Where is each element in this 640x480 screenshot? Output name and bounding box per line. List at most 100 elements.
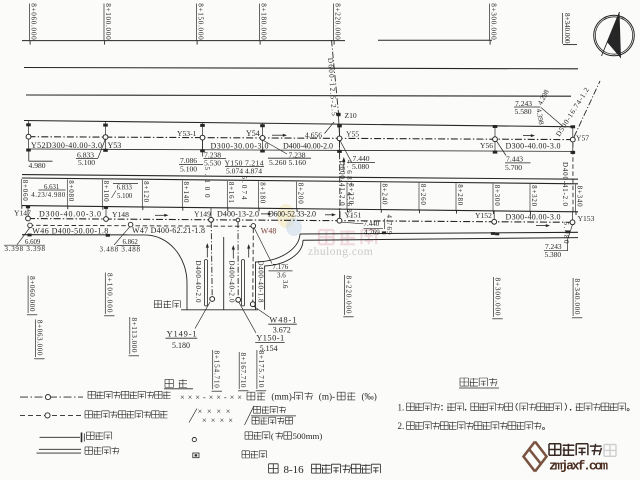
svg-text:8+180.000: 8+180.000 bbox=[260, 3, 268, 40]
svg-text:8+320: 8+320 bbox=[530, 185, 538, 207]
svg-text:W48: W48 bbox=[261, 227, 277, 236]
svg-text:8+060.000: 8+060.000 bbox=[30, 3, 38, 40]
svg-text:Y53: Y53 bbox=[108, 141, 122, 150]
svg-text:8+060: 8+060 bbox=[21, 180, 29, 202]
svg-text:6.631: 6.631 bbox=[44, 184, 59, 191]
svg-text:8+161: 8+161 bbox=[227, 182, 235, 204]
svg-text:4.23/4.980: 4.23/4.980 bbox=[31, 192, 66, 199]
svg-text:W48-1: W48-1 bbox=[269, 316, 296, 325]
svg-text:3.6: 3.6 bbox=[277, 271, 286, 279]
svg-text:8+180: 8+180 bbox=[258, 182, 266, 204]
svg-text:8+063.000: 8+063.000 bbox=[35, 320, 43, 356]
svg-text:5.080: 5.080 bbox=[352, 162, 369, 171]
svg-text:(‰): (‰) bbox=[362, 392, 377, 402]
svg-text:5.700: 5.700 bbox=[505, 163, 522, 172]
svg-text:3.488 3.488: 3.488 3.488 bbox=[100, 246, 141, 254]
svg-text:8+167.710: 8+167.710 bbox=[239, 353, 247, 388]
svg-text:5.074: 5.074 bbox=[240, 176, 248, 201]
svg-text:6.833: 6.833 bbox=[117, 185, 133, 192]
svg-text:Y152: Y152 bbox=[475, 211, 492, 220]
svg-text:5.260 5.160: 5.260 5.160 bbox=[269, 158, 306, 167]
svg-text:Y55: Y55 bbox=[346, 129, 359, 138]
svg-text:D300-40.00-3.0: D300-40.00-3.0 bbox=[506, 212, 561, 221]
svg-text:5.480: 5.480 bbox=[562, 222, 570, 245]
svg-text:8+100: 8+100 bbox=[102, 181, 110, 203]
svg-text:500mm): 500mm) bbox=[293, 431, 323, 441]
svg-text:3.398 3.398: 3.398 3.398 bbox=[5, 245, 46, 253]
svg-text:8+080: 8+080 bbox=[67, 180, 75, 202]
svg-text:7.176: 7.176 bbox=[273, 263, 289, 271]
svg-text:×××-××-××: ×××-××-×× bbox=[180, 393, 242, 402]
svg-text:8+240: 8+240 bbox=[381, 184, 389, 206]
svg-text:D400-41-2.0: D400-41-2.0 bbox=[561, 162, 569, 207]
svg-text:D300-40.00-3.0: D300-40.00-3.0 bbox=[506, 142, 561, 151]
svg-text:8+340.000: 8+340.000 bbox=[563, 13, 571, 44]
svg-text:7.440: 7.440 bbox=[364, 220, 380, 228]
svg-text:zmjaxf.com: zmjaxf.com bbox=[549, 459, 608, 474]
svg-text:4.687 4.687: 4.687 4.687 bbox=[345, 160, 353, 219]
svg-text:D400-40-2.0: D400-40-2.0 bbox=[227, 261, 235, 304]
svg-text:5.180: 5.180 bbox=[172, 341, 190, 350]
svg-text:zhulong.com: zhulong.com bbox=[308, 246, 373, 258]
svg-text:8+220.000: 8+220.000 bbox=[345, 276, 353, 314]
svg-text:Y57: Y57 bbox=[576, 133, 589, 142]
svg-text:D400-40-1.8: D400-40-1.8 bbox=[257, 261, 265, 304]
svg-text:(m)-: (m)- bbox=[319, 392, 335, 402]
svg-text:7.238: 7.238 bbox=[204, 150, 221, 159]
svg-text:Y54: Y54 bbox=[246, 129, 260, 138]
svg-text:8+300: 8+300 bbox=[493, 185, 501, 207]
svg-text:Y148: Y148 bbox=[112, 210, 129, 219]
svg-text:Y53-1: Y53-1 bbox=[177, 129, 197, 138]
svg-text:7.243: 7.243 bbox=[545, 242, 562, 251]
svg-text:Y147: Y147 bbox=[14, 208, 31, 217]
svg-text:Y153: Y153 bbox=[578, 214, 595, 223]
svg-text:8+175.710: 8+175.710 bbox=[257, 351, 265, 388]
svg-text:8+120: 8+120 bbox=[142, 181, 150, 203]
svg-text:4.398: 4.398 bbox=[535, 108, 546, 126]
svg-text:5.074 4.874: 5.074 4.874 bbox=[226, 167, 262, 176]
svg-text:Y52D300-40.00-3.0: Y52D300-40.00-3.0 bbox=[31, 141, 102, 150]
svg-text:6.833: 6.833 bbox=[77, 150, 94, 159]
svg-text:D300-30.00-3.0: D300-30.00-3.0 bbox=[211, 141, 269, 150]
svg-text:5.154: 5.154 bbox=[260, 344, 278, 353]
svg-text:6.609: 6.609 bbox=[25, 239, 41, 246]
svg-text:8+140: 8+140 bbox=[182, 182, 190, 204]
svg-text:4.656: 4.656 bbox=[305, 130, 322, 139]
svg-text:8+220: 8+220 bbox=[347, 183, 355, 205]
svg-text:3.672: 3.672 bbox=[273, 326, 291, 335]
svg-text:5.100: 5.100 bbox=[117, 193, 133, 200]
svg-text:8+260: 8+260 bbox=[419, 184, 427, 206]
svg-text:8+280: 8+280 bbox=[456, 184, 464, 206]
svg-text:Y149-1: Y149-1 bbox=[167, 330, 197, 339]
svg-text:7.443: 7.443 bbox=[506, 155, 523, 164]
svg-text:4.769: 4.769 bbox=[364, 228, 380, 236]
svg-text:D600-41-2.0: D600-41-2.0 bbox=[338, 161, 346, 207]
svg-text:8+300.000: 8+300.000 bbox=[494, 278, 502, 316]
svg-text:5.100: 5.100 bbox=[78, 158, 95, 167]
svg-text:D400-13-2.0: D400-13-2.0 bbox=[217, 209, 259, 218]
svg-text:Y149: Y149 bbox=[194, 209, 211, 218]
svg-text:W46 D400-50.00-1.8: W46 D400-50.00-1.8 bbox=[32, 226, 108, 235]
svg-text:4.769: 4.769 bbox=[385, 215, 393, 236]
svg-text:8+154.710: 8+154.710 bbox=[213, 351, 221, 389]
svg-text:D300-40.00-3.0: D300-40.00-3.0 bbox=[39, 209, 101, 218]
svg-text:5.580: 5.580 bbox=[515, 107, 532, 116]
svg-text:5.100: 5.100 bbox=[180, 164, 197, 173]
svg-text:Y150 7.214: Y150 7.214 bbox=[225, 159, 264, 168]
svg-text:D400-40.00-2.0: D400-40.00-2.0 bbox=[283, 141, 333, 150]
svg-text:(mm)-: (mm)- bbox=[271, 392, 294, 402]
svg-text:4.980: 4.980 bbox=[29, 161, 46, 170]
svg-text:Z10: Z10 bbox=[345, 111, 357, 120]
svg-text:D600-52.33-2.0: D600-52.33-2.0 bbox=[268, 210, 316, 219]
svg-text:7.238: 7.238 bbox=[289, 151, 306, 160]
svg-text:7.440: 7.440 bbox=[353, 154, 370, 163]
svg-text:8+300.000: 8+300.000 bbox=[490, 3, 498, 40]
svg-text:5.100: 5.100 bbox=[203, 167, 211, 199]
svg-text:1.: 1. bbox=[398, 402, 405, 412]
svg-text:Y56: Y56 bbox=[480, 141, 493, 150]
svg-text:7.243: 7.243 bbox=[515, 99, 532, 108]
svg-text:D400-40-2.0: D400-40-2.0 bbox=[194, 261, 202, 304]
svg-text:8+340.000: 8+340.000 bbox=[573, 279, 581, 315]
svg-text:8+100.000: 8+100.000 bbox=[105, 273, 113, 313]
svg-text:8+150.000: 8+150.000 bbox=[197, 3, 205, 40]
